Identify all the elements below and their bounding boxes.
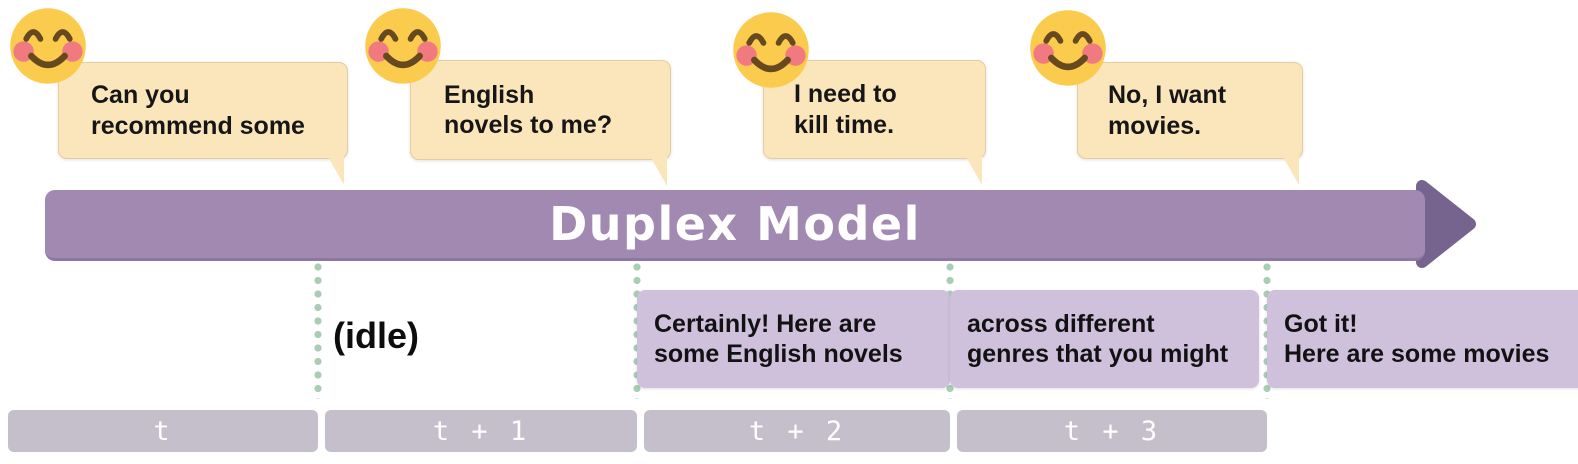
user-message-text: Can you recommend some	[91, 81, 305, 140]
bubble-tail	[327, 155, 344, 185]
model-response-box: Certainly! Here are some English novels	[637, 290, 950, 388]
model-idle-text: (idle)	[333, 315, 419, 356]
user-message-bubble: Can you recommend some	[58, 62, 348, 185]
user-message-text: English novels to me?	[444, 80, 613, 140]
dotted-connector	[314, 263, 322, 399]
bubble-tail	[1282, 155, 1299, 185]
timeline-bar: Duplex Model	[45, 190, 1425, 261]
model-response-text: across different genres that you might	[967, 309, 1229, 369]
model-response-text: Certainly! Here are some English novels	[654, 309, 903, 369]
model-response-box: Got it! Here are some movies	[1267, 290, 1578, 388]
smiling-face-icon	[365, 8, 441, 84]
time-slot-bar: t + 1	[325, 410, 637, 452]
user-message-bubble: English novels to me?	[410, 60, 671, 186]
time-slot-label: t + 3	[1063, 415, 1161, 447]
user-message-bubble: I need to kill time.	[763, 60, 986, 185]
model-response-text: Got it! Here are some movies	[1284, 309, 1550, 369]
timeline-title: Duplex Model	[549, 197, 921, 251]
user-message-bubble: No, I want movies.	[1077, 62, 1303, 185]
user-message-text: I need to kill time.	[794, 80, 897, 139]
smiling-face-icon	[1030, 10, 1106, 86]
smiling-face-icon	[10, 8, 86, 84]
user-message-text: No, I want movies.	[1108, 81, 1227, 140]
time-slot-label: t	[153, 415, 173, 447]
time-slot-label: t + 1	[432, 415, 530, 447]
time-slot-bar: t	[8, 410, 318, 452]
bubble-tail	[650, 156, 667, 186]
smiling-face-icon	[733, 12, 809, 88]
time-slot-label: t + 2	[748, 415, 846, 447]
time-slot-bar: t + 3	[957, 410, 1267, 452]
bubble-tail	[965, 155, 982, 185]
model-response-box: across different genres that you might	[950, 290, 1259, 388]
time-slot-bar: t + 2	[644, 410, 950, 452]
